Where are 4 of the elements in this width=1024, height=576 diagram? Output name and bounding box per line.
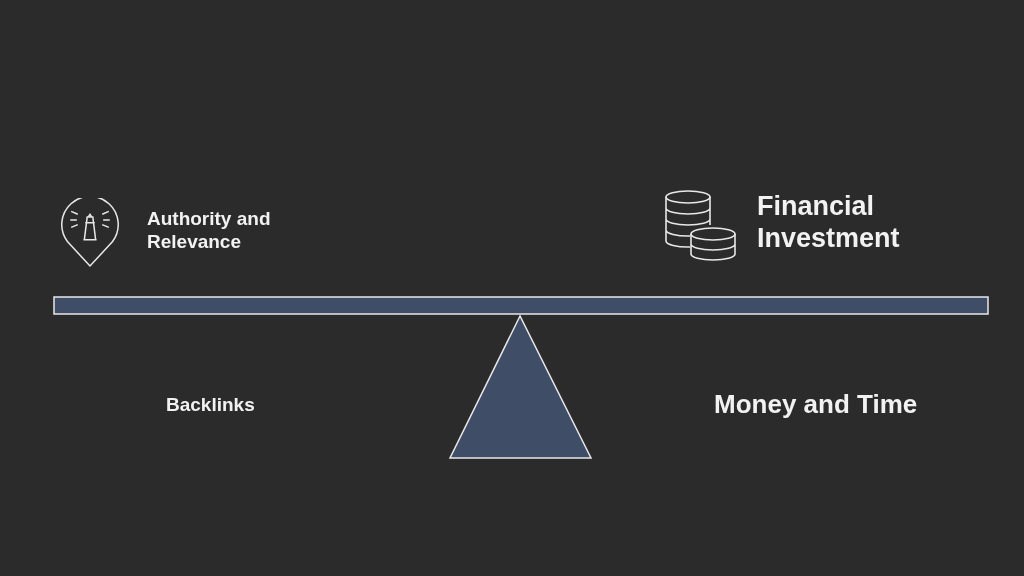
caption-text: Money and Time: [714, 389, 919, 421]
caption-text: Backlinks: [166, 394, 256, 417]
caption-text: Financial Investment: [757, 190, 901, 255]
caption-text: Authority and Relevance: [147, 208, 272, 254]
